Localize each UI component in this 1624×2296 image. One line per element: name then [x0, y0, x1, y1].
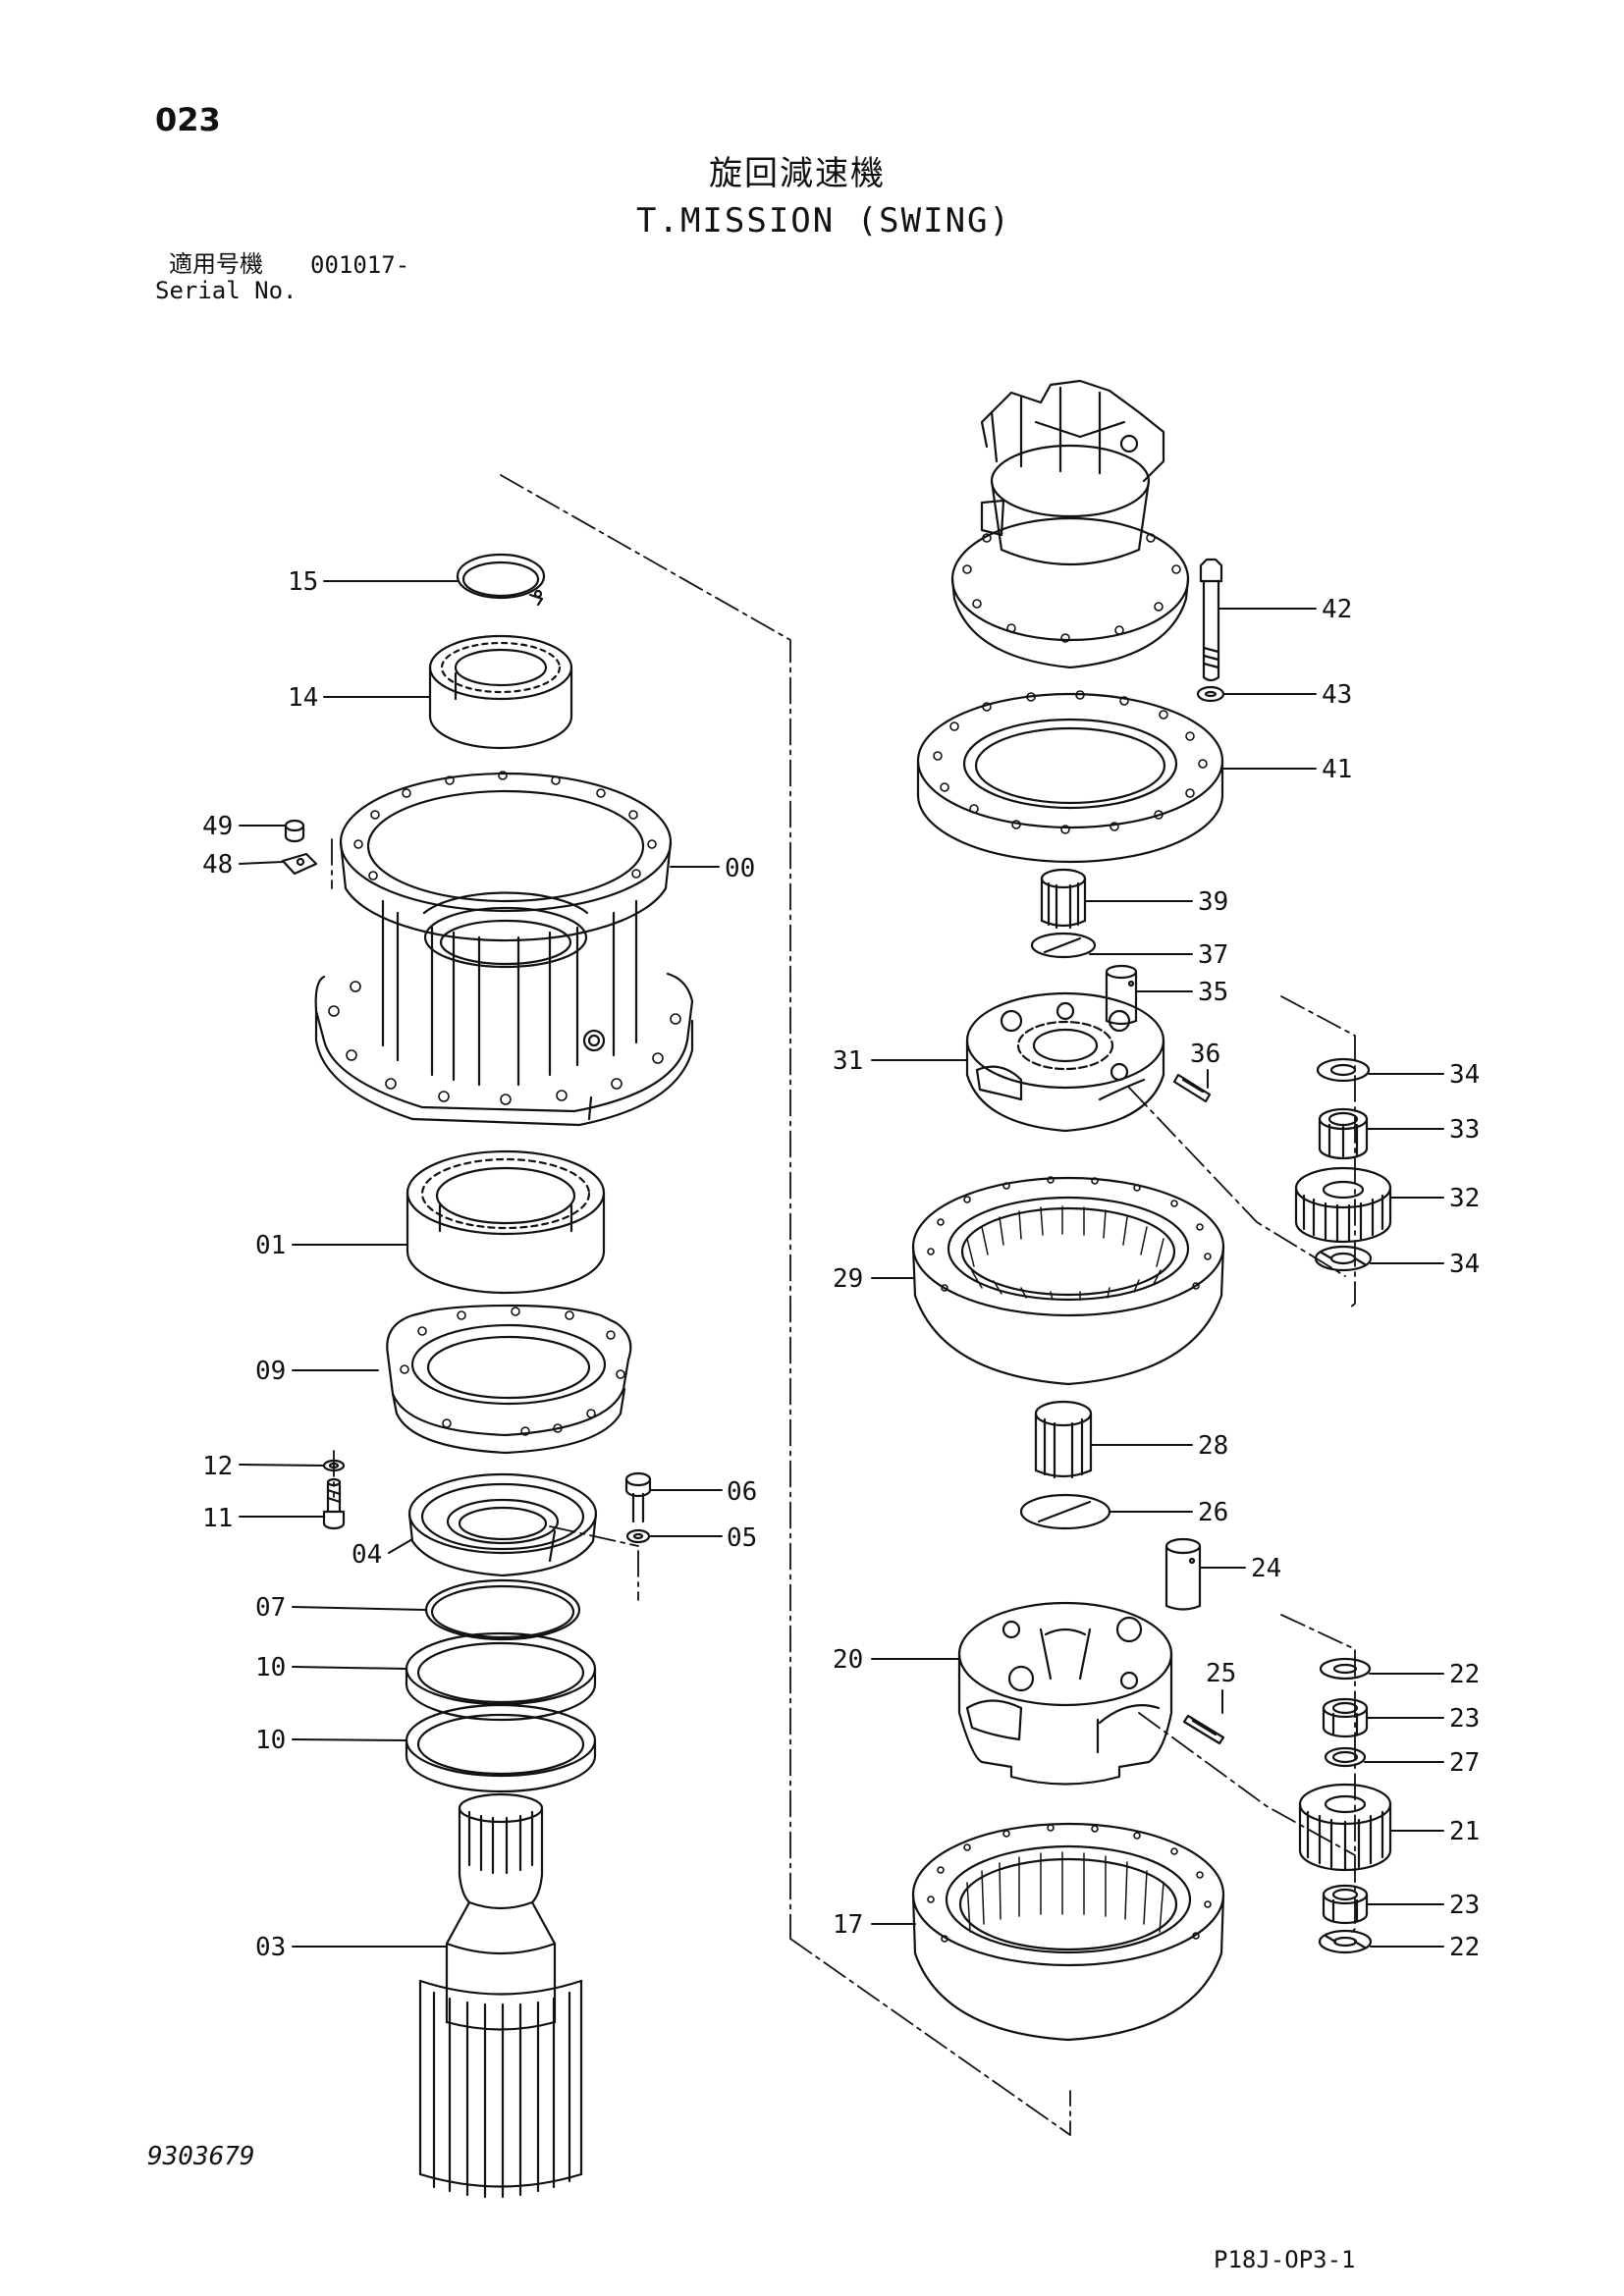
part-10-seal-lower [405, 1703, 597, 1793]
part-06-bolt [624, 1471, 652, 1523]
part-00-housing [314, 771, 694, 1127]
part-22-thrust-washer-lower [1318, 1929, 1373, 1954]
callout-49: 49 [202, 812, 233, 841]
part-07-o-ring [424, 1578, 581, 1641]
callout-35: 35 [1198, 978, 1228, 1007]
part-29-ring-gear [911, 1176, 1225, 1386]
callout-25: 25 [1206, 1659, 1236, 1688]
leader-lines [239, 580, 1444, 1948]
part-26-thrust-plate [1019, 1493, 1111, 1530]
part-01-bearing [406, 1149, 606, 1295]
part-15-snap-ring [456, 553, 546, 607]
callout-24: 24 [1251, 1554, 1281, 1583]
callout-29: 29 [833, 1264, 863, 1294]
part-42-bolt [1199, 558, 1223, 682]
callout-27: 27 [1449, 1748, 1480, 1778]
callout-36: 36 [1190, 1040, 1220, 1069]
callout-48: 48 [202, 850, 233, 880]
drawing-number: 9303679 [147, 2142, 255, 2171]
part-37-thrust-plate [1030, 932, 1097, 959]
part-39-sun-gear [1040, 868, 1087, 930]
callout-15: 15 [288, 567, 318, 597]
part-31-carrier [965, 991, 1165, 1133]
callout-33: 33 [1449, 1115, 1480, 1145]
callout-00: 00 [725, 854, 755, 883]
part-43-washer [1196, 685, 1225, 703]
part-20-carrier [957, 1601, 1173, 1786]
part-49-bolt [284, 819, 305, 843]
part-48-lock-plate [281, 852, 318, 876]
callout-32: 32 [1449, 1184, 1480, 1213]
callout-12: 12 [202, 1452, 233, 1481]
callout-23-lower: 23 [1449, 1891, 1480, 1920]
part-17-ring-gear [911, 1822, 1225, 2042]
part-28-sun-gear [1034, 1400, 1093, 1479]
callout-34-lower: 34 [1449, 1250, 1480, 1279]
callout-10-lower: 10 [255, 1726, 286, 1755]
part-10-seal-upper [405, 1631, 597, 1722]
serial-range: 001017- [310, 251, 410, 279]
callout-22-lower: 22 [1449, 1933, 1480, 1962]
callout-28: 28 [1198, 1431, 1228, 1461]
callout-labels: 15 14 49 48 00 01 09 12 11 06 05 04 07 1… [202, 567, 1480, 1962]
callout-11: 11 [202, 1504, 233, 1533]
callout-10-upper: 10 [255, 1653, 286, 1682]
callout-20: 20 [833, 1645, 863, 1675]
callout-17: 17 [833, 1910, 863, 1940]
callout-04: 04 [352, 1540, 382, 1570]
serial-label-japanese: 適用号機 [169, 250, 263, 278]
part-34-thrust-washer-upper [1316, 1057, 1371, 1083]
callout-06: 06 [727, 1477, 757, 1507]
part-24-pin [1164, 1537, 1202, 1611]
part-34-thrust-washer-lower [1314, 1245, 1373, 1272]
callout-34-upper: 34 [1449, 1060, 1480, 1090]
part-21-planet-gear [1298, 1783, 1392, 1872]
title-japanese: 旋回減速機 [709, 154, 886, 193]
part-32-planet-gear [1294, 1166, 1392, 1244]
callout-14: 14 [288, 683, 318, 713]
callout-07: 07 [255, 1593, 286, 1623]
callout-26: 26 [1198, 1498, 1228, 1527]
title-english: T.MISSION (SWING) [636, 201, 1011, 240]
sheet-code: P18J-OP3-1 [1214, 2246, 1356, 2273]
part-04-seal-holder [407, 1472, 598, 1577]
part-05-washer [625, 1528, 651, 1544]
part-33-needle-bearing [1318, 1107, 1369, 1160]
callout-01: 01 [255, 1231, 286, 1260]
serial-label-english: Serial No. [155, 277, 298, 304]
callout-43: 43 [1322, 680, 1352, 710]
part-27-spacer [1324, 1746, 1367, 1768]
part-22-thrust-washer-upper [1319, 1657, 1372, 1681]
part-25-spring-pin [1182, 1714, 1225, 1745]
part-23-needle-bearing-lower [1322, 1884, 1369, 1925]
callout-41: 41 [1322, 755, 1352, 784]
part-14-bearing [428, 634, 573, 750]
callout-03: 03 [255, 1933, 286, 1962]
part-23-needle-bearing-upper [1322, 1697, 1369, 1738]
part-03-output-shaft [418, 1792, 583, 2199]
part-41-ring-plate [916, 690, 1224, 864]
swing-motor [950, 379, 1190, 669]
callout-37: 37 [1198, 940, 1228, 970]
callout-42: 42 [1322, 595, 1352, 624]
callout-39: 39 [1198, 887, 1228, 917]
callout-05: 05 [727, 1523, 757, 1553]
part-11-bolt [322, 1477, 346, 1530]
part-36-spring-pin [1172, 1073, 1212, 1103]
callout-22-upper: 22 [1449, 1660, 1480, 1689]
page-number: 023 [155, 101, 221, 138]
callout-21: 21 [1449, 1817, 1480, 1846]
callout-23-upper: 23 [1449, 1704, 1480, 1734]
callout-31: 31 [833, 1046, 863, 1076]
callout-09: 09 [255, 1357, 286, 1386]
part-09-bearing-cover [386, 1304, 632, 1455]
